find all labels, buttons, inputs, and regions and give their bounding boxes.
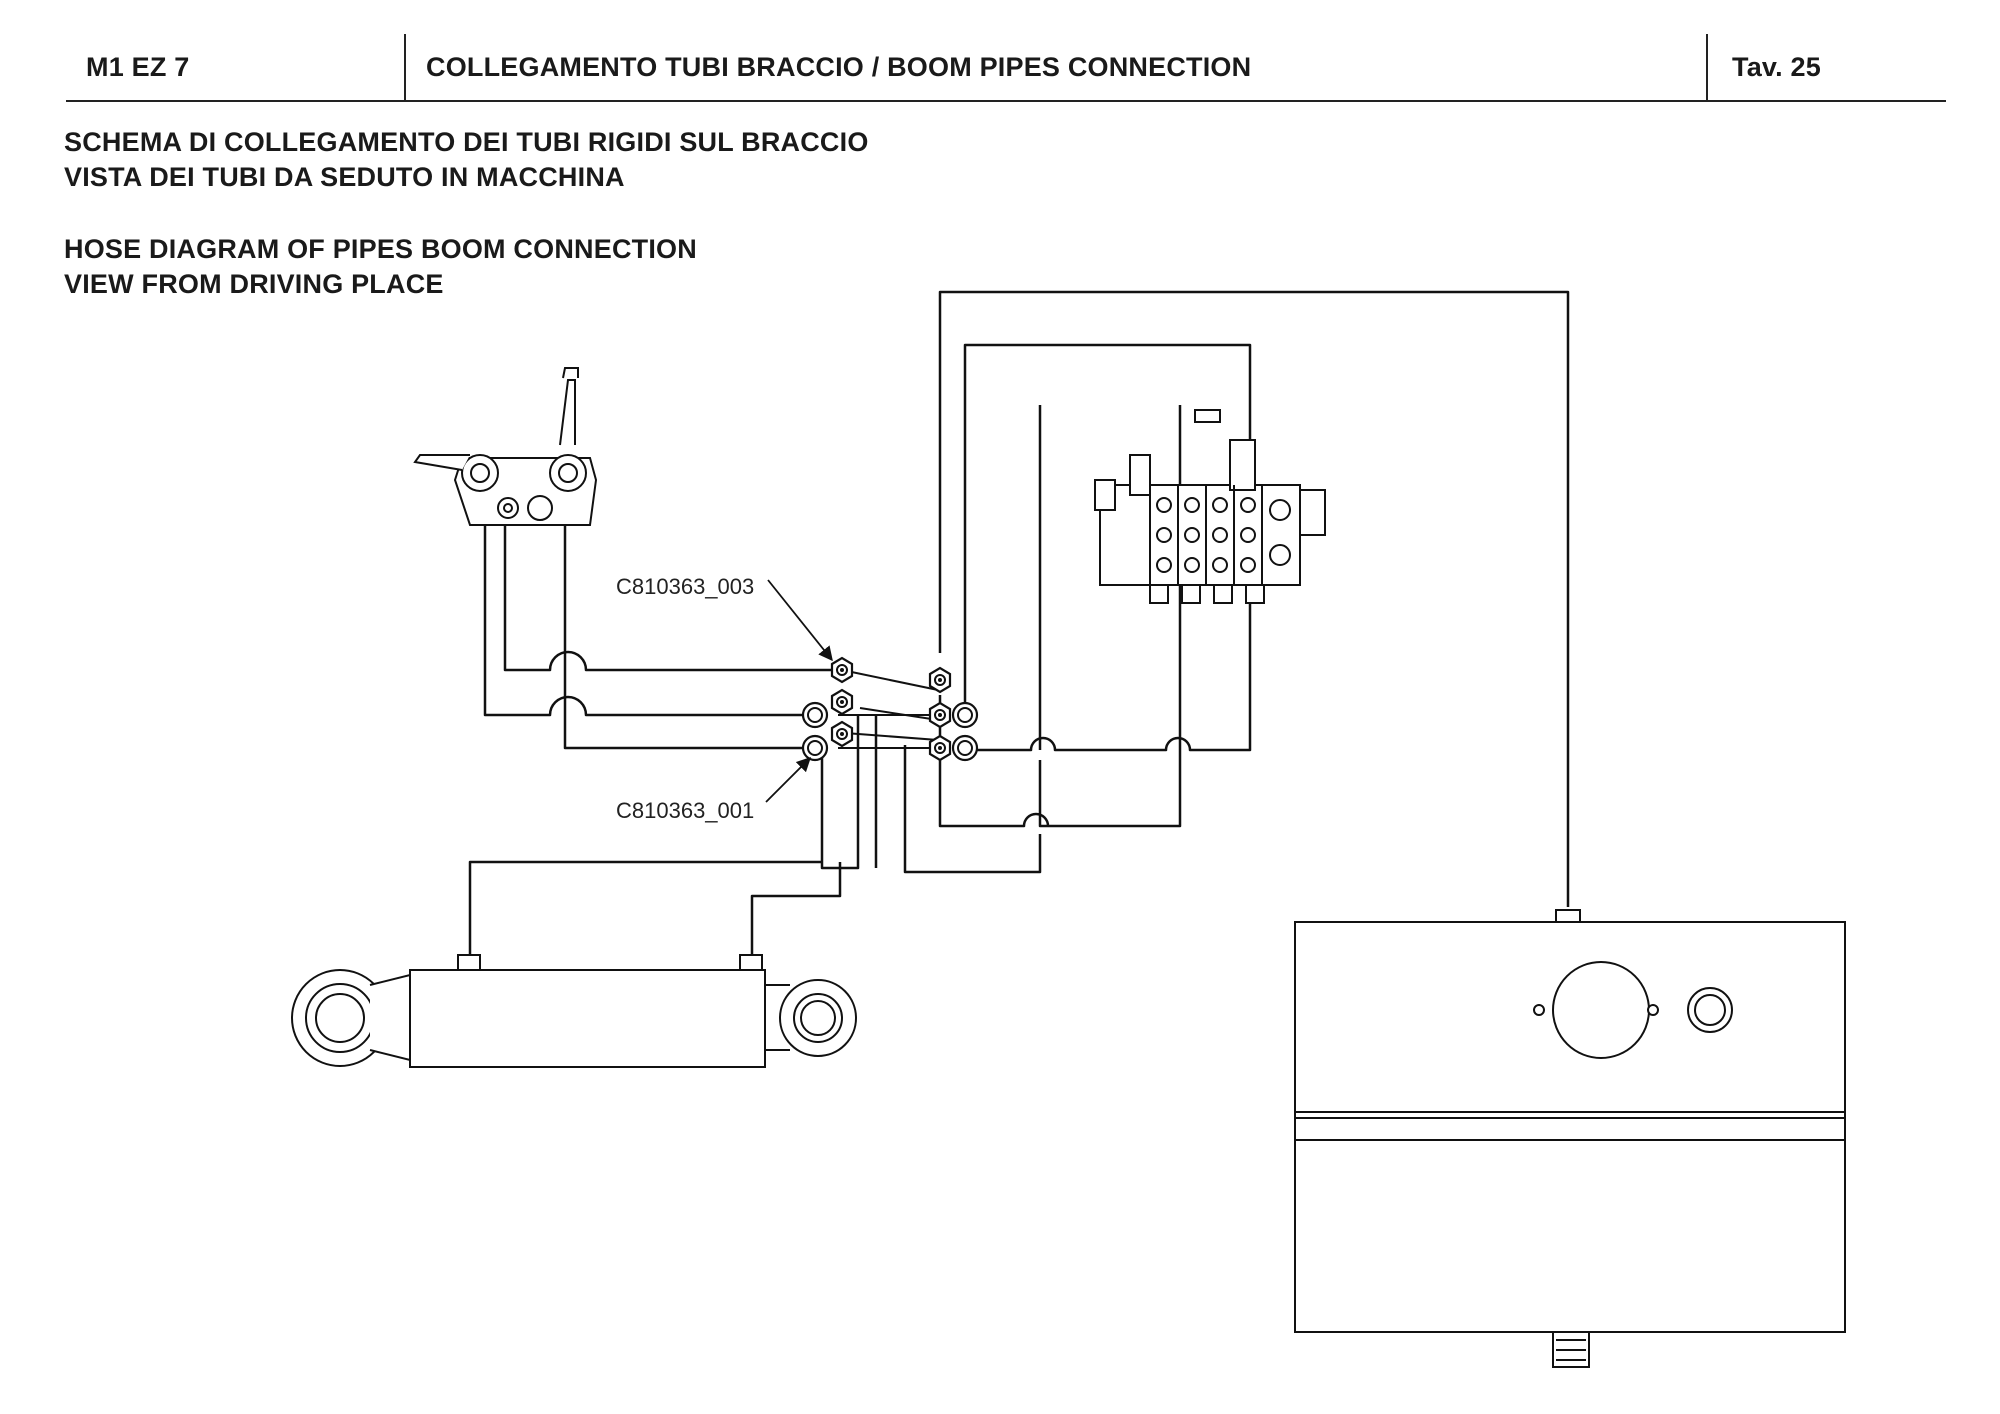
divider xyxy=(1706,34,1708,100)
hose-lines xyxy=(468,290,1570,955)
boom-cylinder xyxy=(291,954,857,1068)
hose-valve-section-5 xyxy=(903,745,1042,874)
hose-joystick-c xyxy=(563,520,815,750)
drawing-title: COLLEGAMENTO TUBI BRACCIO / BOOM PIPES C… xyxy=(426,51,1252,82)
description-line: HOSE DIAGRAM OF PIPES BOOM CONNECTION xyxy=(64,234,697,264)
divider xyxy=(404,34,406,100)
hose-valve-section-3 xyxy=(1038,405,1182,828)
description-line: VISTA DEI TUBI DA SEDUTO IN MACCHINA xyxy=(64,162,625,192)
hose-cylinder-rod xyxy=(468,860,822,955)
control-valve xyxy=(1094,409,1326,604)
table-number: Tav. 25 xyxy=(1732,51,1821,82)
callout-upper: C810363_003 xyxy=(616,574,833,662)
fitting-block xyxy=(801,656,979,762)
hose-valve-section-4 xyxy=(938,695,1050,828)
oil-tank xyxy=(1294,909,1846,1368)
part-number-label: C810363_003 xyxy=(616,574,754,599)
description-line: SCHEMA DI COLLEGAMENTO DEI TUBI RIGIDI S… xyxy=(64,127,869,157)
hose-joystick-b xyxy=(483,520,815,717)
hose-valve-section-1 xyxy=(963,343,1252,752)
description-italian: SCHEMA DI COLLEGAMENTO DEI TUBI RIGIDI S… xyxy=(64,125,869,195)
title-block: M1 EZ 7 COLLEGAMENTO TUBI BRACCIO / BOOM… xyxy=(66,34,1946,102)
drawing-code: M1 EZ 7 xyxy=(86,51,190,82)
joystick-control xyxy=(413,367,598,526)
description-english: HOSE DIAGRAM OF PIPES BOOM CONNECTION VI… xyxy=(64,232,697,302)
hose-tank-return xyxy=(938,290,1570,907)
hose-cylinder-base xyxy=(750,862,842,955)
part-number-label: C810363_001 xyxy=(616,798,754,823)
description-line: VIEW FROM DRIVING PLACE xyxy=(64,269,444,299)
callout-lower: C810363_001 xyxy=(616,756,812,823)
